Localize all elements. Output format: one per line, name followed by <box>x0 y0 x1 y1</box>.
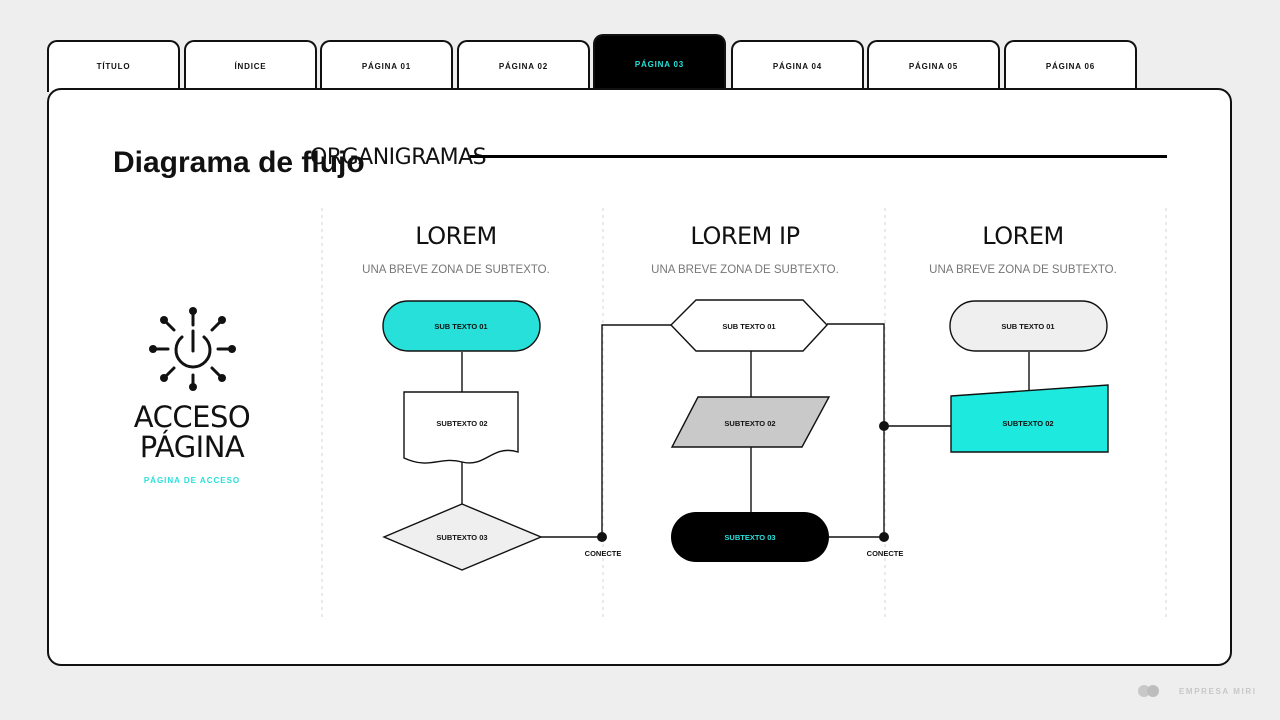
company-logo-icon <box>1138 685 1159 697</box>
shape-label: SUB TEXTO 01 <box>722 322 775 331</box>
power-network-icon <box>149 307 236 391</box>
document-shape <box>403 391 519 464</box>
decision-shape <box>382 503 543 571</box>
tab-label: PÁGINA 01 <box>361 62 412 71</box>
column-1-subtext: UNA BREVE ZONA DE SUBTEXTO. <box>362 264 550 276</box>
shape-label: SUBTEXTO 03 <box>724 533 775 542</box>
tab-titulo[interactable]: TÍTULO <box>47 40 180 92</box>
access-title-line2: PÁGINA <box>139 430 245 464</box>
connector-label: CONECTE <box>585 549 622 558</box>
access-title: ACCESO PÁGINA <box>112 402 272 462</box>
shape-label: SUBTEXTO 03 <box>436 533 487 542</box>
shape-label: SUB TEXTO 01 <box>434 322 487 331</box>
column-2-subtext: UNA BREVE ZONA DE SUBTEXTO. <box>651 264 839 276</box>
data-shape <box>670 396 831 448</box>
tab-pagina-01[interactable]: PÁGINA 01 <box>320 40 453 92</box>
shape-label: SUBTEXTO 02 <box>1002 419 1053 428</box>
tab-label: PÁGINA 05 <box>908 62 959 71</box>
footer-company: EMPRESA MIRI <box>1179 687 1257 696</box>
column-dividers <box>321 208 1167 618</box>
tab-label: TÍTULO <box>96 62 131 71</box>
tab-label: PÁGINA 03 <box>634 60 685 69</box>
manual-input-shape <box>950 384 1109 453</box>
tab-pagina-06[interactable]: PÁGINA 06 <box>1004 40 1137 92</box>
tab-pagina-04[interactable]: PÁGINA 04 <box>731 40 864 92</box>
connector-node <box>597 532 607 542</box>
section-heading: ORGANIGRAMAS <box>310 145 487 170</box>
tab-pagina-05[interactable]: PÁGINA 05 <box>867 40 1000 92</box>
connector-lines <box>461 323 1030 538</box>
connector-node <box>879 421 889 431</box>
shape-label: SUB TEXTO 01 <box>1001 322 1054 331</box>
column-2-heading: LOREM IP <box>690 222 800 250</box>
tab-pagina-02[interactable]: PÁGINA 02 <box>457 40 590 92</box>
terminator-shape <box>382 300 541 352</box>
tab-label: PÁGINA 02 <box>498 62 549 71</box>
column-1-heading: LOREM <box>415 222 497 250</box>
terminator-shape <box>949 300 1108 352</box>
connector-label: CONECTE <box>867 549 904 558</box>
terminator-shape <box>671 512 829 562</box>
page-title: Diagrama de flujo <box>113 146 365 179</box>
column-3-subtext: UNA BREVE ZONA DE SUBTEXTO. <box>929 264 1117 276</box>
column-3-heading: LOREM <box>982 222 1064 250</box>
preparation-shape <box>670 299 828 352</box>
tab-label: ÍNDICE <box>234 62 267 71</box>
access-title-line1: ACCESO <box>133 400 251 434</box>
connector-node <box>879 532 889 542</box>
tab-indice[interactable]: ÍNDICE <box>184 40 317 92</box>
tab-label: PÁGINA 04 <box>772 62 823 71</box>
shape-label: SUBTEXTO 02 <box>724 419 775 428</box>
content-card <box>47 88 1232 666</box>
access-subtitle[interactable]: PÁGINA DE ACCESO <box>143 476 241 485</box>
tab-pagina-03[interactable]: PÁGINA 03 <box>593 34 726 92</box>
shape-label: SUBTEXTO 02 <box>436 419 487 428</box>
tab-label: PÁGINA 06 <box>1045 62 1096 71</box>
heading-rule <box>470 155 1167 158</box>
